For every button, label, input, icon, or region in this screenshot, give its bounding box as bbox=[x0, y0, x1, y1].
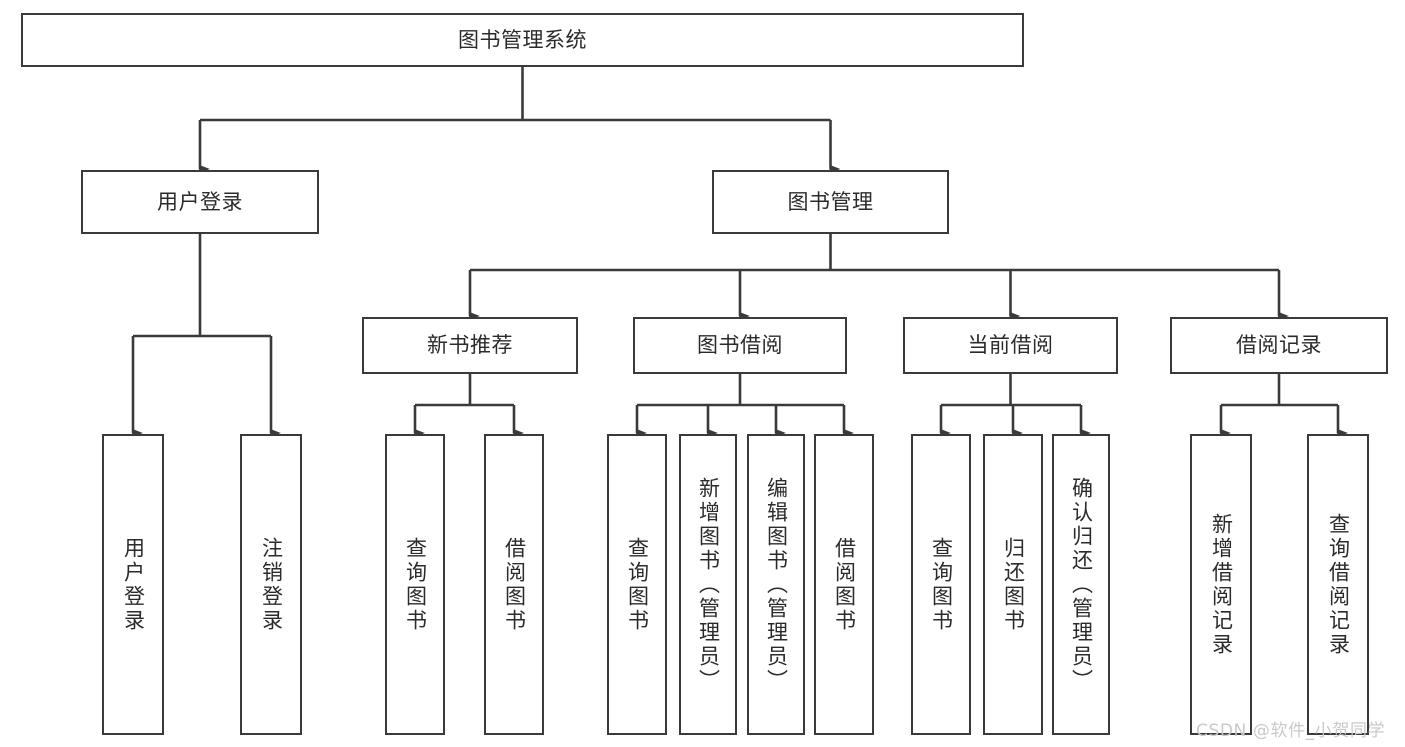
leaf-query-book-recommend[interactable]: 查询图书 bbox=[385, 434, 445, 735]
node-book-borrow[interactable]: 图书借阅 bbox=[633, 317, 847, 374]
node-borrow-record-label: 借阅记录 bbox=[1236, 333, 1322, 358]
leaf-add-book-admin-label: 新增图书（管理员） bbox=[696, 476, 721, 693]
leaf-query-borrow-record-label: 查询借阅记录 bbox=[1326, 512, 1351, 657]
node-root[interactable]: 图书管理系统 bbox=[21, 13, 1024, 67]
leaf-add-borrow-record[interactable]: 新增借阅记录 bbox=[1190, 434, 1252, 735]
leaf-user-logout-label: 注销登录 bbox=[259, 536, 284, 633]
node-new-book-recommend[interactable]: 新书推荐 bbox=[362, 317, 578, 374]
node-current-borrow-label: 当前借阅 bbox=[967, 333, 1054, 358]
leaf-query-book-borrow-label: 查询图书 bbox=[625, 536, 650, 633]
node-book-borrow-label: 图书借阅 bbox=[697, 333, 783, 358]
node-user-login[interactable]: 用户登录 bbox=[81, 170, 319, 234]
leaf-query-book-borrow[interactable]: 查询图书 bbox=[607, 434, 667, 735]
leaf-borrow-book-recommend[interactable]: 借阅图书 bbox=[484, 434, 544, 735]
leaf-query-book-current-label: 查询图书 bbox=[929, 536, 954, 633]
node-root-label: 图书管理系统 bbox=[458, 27, 587, 52]
leaf-borrow-book-recommend-label: 借阅图书 bbox=[502, 536, 527, 633]
leaf-add-book-admin[interactable]: 新增图书（管理员） bbox=[679, 434, 737, 735]
node-current-borrow[interactable]: 当前借阅 bbox=[903, 317, 1118, 374]
leaf-edit-book-admin-label: 编辑图书（管理员） bbox=[764, 476, 789, 693]
node-book-manage-label: 图书管理 bbox=[787, 189, 874, 214]
leaf-add-borrow-record-label: 新增借阅记录 bbox=[1209, 512, 1234, 657]
node-borrow-record[interactable]: 借阅记录 bbox=[1170, 317, 1388, 374]
node-new-book-recommend-label: 新书推荐 bbox=[427, 333, 513, 358]
leaf-user-logout[interactable]: 注销登录 bbox=[240, 434, 302, 735]
leaf-query-book-current[interactable]: 查询图书 bbox=[911, 434, 971, 735]
leaf-query-borrow-record[interactable]: 查询借阅记录 bbox=[1307, 434, 1369, 735]
node-user-login-label: 用户登录 bbox=[157, 189, 243, 214]
leaf-borrow-book-label: 借阅图书 bbox=[832, 536, 857, 633]
node-book-manage[interactable]: 图书管理 bbox=[712, 170, 949, 234]
leaf-query-book-recommend-label: 查询图书 bbox=[403, 536, 428, 633]
leaf-return-book[interactable]: 归还图书 bbox=[983, 434, 1043, 735]
leaf-user-login[interactable]: 用户登录 bbox=[102, 434, 164, 735]
leaf-return-book-label: 归还图书 bbox=[1001, 536, 1026, 633]
leaf-confirm-return-admin[interactable]: 确认归还（管理员） bbox=[1052, 434, 1110, 735]
leaf-borrow-book[interactable]: 借阅图书 bbox=[814, 434, 874, 735]
leaf-confirm-return-admin-label: 确认归还（管理员） bbox=[1069, 476, 1094, 693]
leaf-user-login-label: 用户登录 bbox=[121, 536, 146, 633]
leaf-edit-book-admin[interactable]: 编辑图书（管理员） bbox=[747, 434, 805, 735]
csdn-watermark: CSDN @软件_小贺同学 bbox=[1196, 721, 1386, 741]
